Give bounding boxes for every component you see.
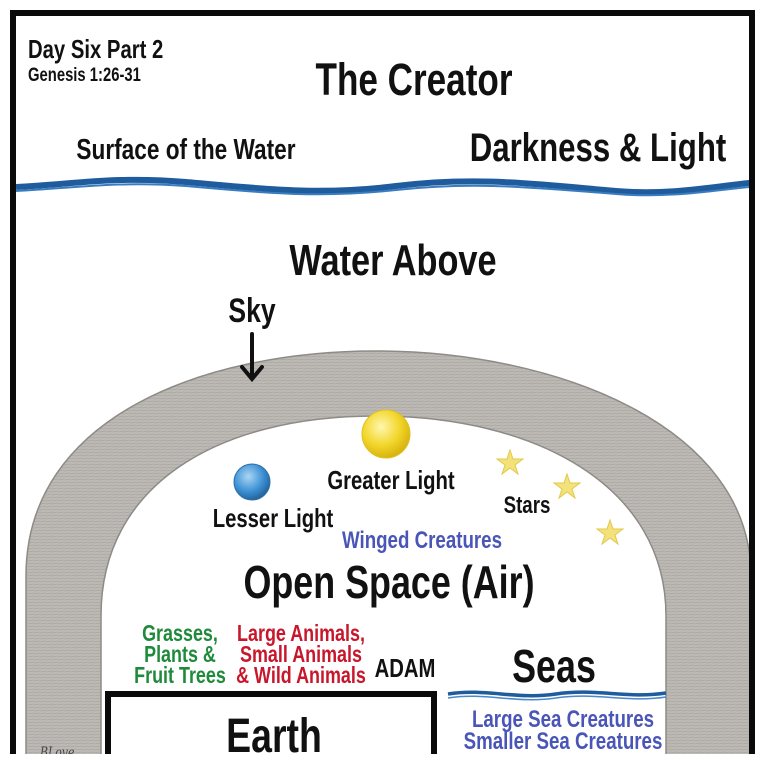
seas-label: Seas [512, 640, 596, 692]
animals-label: Large Animals, Small Animals & Wild Anim… [236, 620, 366, 688]
surface-label: Surface of the Water [76, 134, 296, 166]
sky-dome [25, 350, 749, 754]
day-title: Day Six Part 2 [28, 34, 164, 64]
seas-wave [447, 690, 667, 698]
adam-label: ADAM [374, 653, 436, 683]
sky-arrow [240, 332, 264, 383]
winged-creatures-label: Winged Creatures [341, 527, 503, 554]
sea-creatures-label: Large Sea Creatures Smaller Sea Creature… [463, 706, 663, 754]
diagram-frame: Day Six Part 2 Genesis 1:26-31 The Creat… [10, 10, 755, 754]
creator-title: The Creator [315, 54, 513, 105]
plants-label: Grasses, Plants & Fruit Trees [134, 620, 226, 688]
moon-circle [233, 463, 271, 501]
open-space-label: Open Space (Air) [243, 556, 535, 608]
earth-label: Earth [226, 710, 322, 755]
sky-label: Sky [228, 292, 276, 330]
darkness-light-label: Darkness & Light [469, 126, 727, 170]
stars-group [495, 448, 625, 546]
surface-wave [16, 176, 749, 196]
lesser-light-label: Lesser Light [212, 503, 334, 533]
stars-label: Stars [503, 492, 551, 519]
earth-box [105, 691, 437, 754]
water-above-label: Water Above [289, 236, 497, 285]
greater-light-label: Greater Light [327, 465, 455, 495]
artist-signature: BLove [40, 745, 75, 754]
sun-circle [361, 409, 411, 459]
genesis-reference: Genesis 1:26-31 [28, 65, 141, 86]
diagram-artwork [16, 176, 749, 754]
